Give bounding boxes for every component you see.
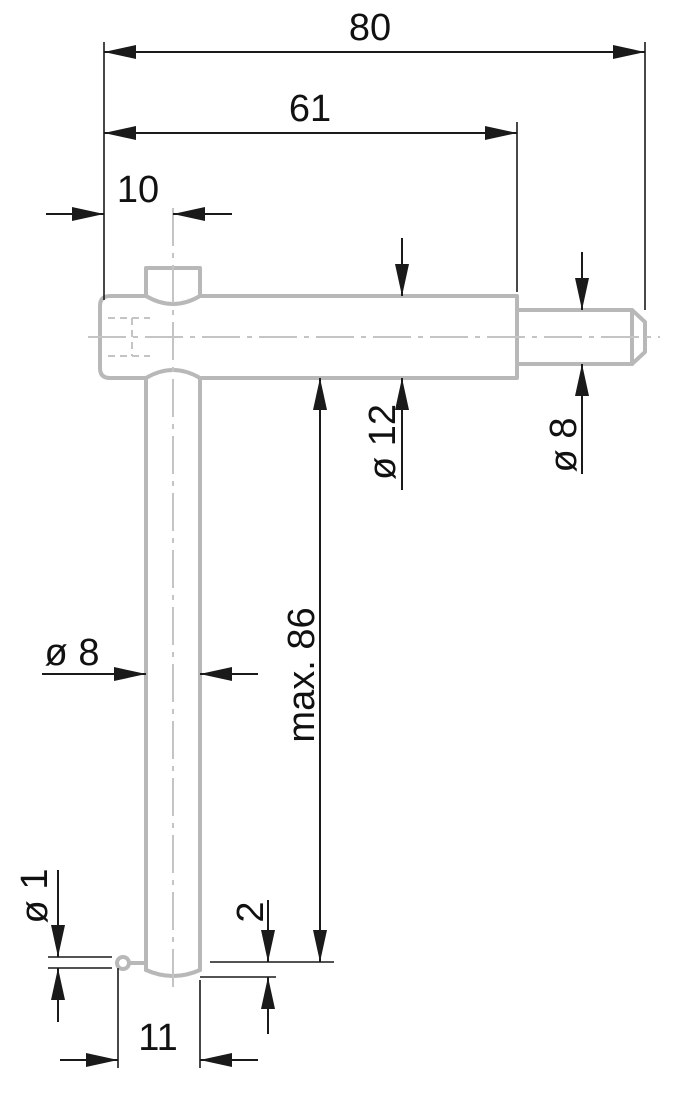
label-overall-length: 80 bbox=[349, 7, 391, 49]
dim-wire-diameter: ø 1 bbox=[14, 869, 112, 1022]
label-body-diameter: ø 12 bbox=[362, 404, 404, 480]
label-end-gap: 2 bbox=[230, 901, 272, 922]
dim-end-width: 11 bbox=[60, 968, 258, 1068]
label-end-width: 11 bbox=[138, 1017, 177, 1059]
label-handle-length: max. 86 bbox=[281, 607, 323, 742]
dim-handle-length: max. 86 bbox=[210, 378, 334, 963]
label-wire-diameter: ø 1 bbox=[14, 869, 56, 924]
dim-pin-offset: 10 bbox=[46, 169, 232, 221]
dim-handle-diameter: ø 8 bbox=[42, 632, 258, 681]
dim-body-diameter: ø 12 bbox=[362, 238, 409, 490]
label-tip-diameter: ø 8 bbox=[543, 418, 585, 473]
label-body-length: 61 bbox=[289, 88, 331, 130]
dim-end-gap: 2 bbox=[200, 900, 276, 1034]
part-outline bbox=[88, 208, 660, 990]
label-pin-offset: 10 bbox=[117, 169, 159, 211]
dim-overall-length: 80 bbox=[103, 7, 646, 310]
dim-tip-diameter: ø 8 bbox=[543, 252, 589, 474]
tip-section bbox=[515, 308, 647, 366]
label-handle-diameter: ø 8 bbox=[45, 632, 100, 674]
dim-body-length: 61 bbox=[104, 88, 518, 292]
hidden-lines bbox=[108, 317, 150, 357]
